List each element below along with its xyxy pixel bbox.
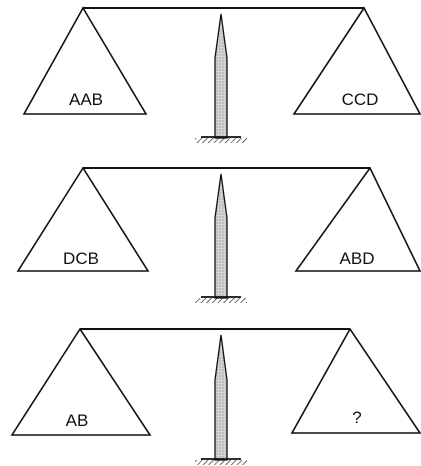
left-pan	[16, 166, 150, 272]
balance-scale-3: AB ?	[10, 327, 421, 465]
left-pan	[10, 327, 152, 436]
needle	[214, 173, 228, 299]
needle	[214, 334, 228, 461]
right-pan-label: CCD	[342, 90, 379, 109]
needle	[214, 13, 228, 139]
right-pan-label: ?	[352, 408, 361, 427]
left-pan-label: DCB	[63, 249, 99, 268]
left-pan-label: AAB	[69, 90, 103, 109]
ground-hatch	[195, 138, 247, 143]
left-pan-label: AB	[66, 411, 89, 430]
ground-hatch	[195, 460, 247, 465]
left-pan	[22, 6, 148, 115]
ground-hatch	[195, 298, 247, 303]
balance-scale-1: AAB CCD	[22, 6, 421, 143]
right-pan	[290, 327, 421, 434]
balance-scale-2: DCB ABD	[16, 166, 421, 303]
right-pan	[292, 6, 421, 115]
right-pan-label: ABD	[340, 249, 375, 268]
right-pan	[294, 166, 421, 272]
